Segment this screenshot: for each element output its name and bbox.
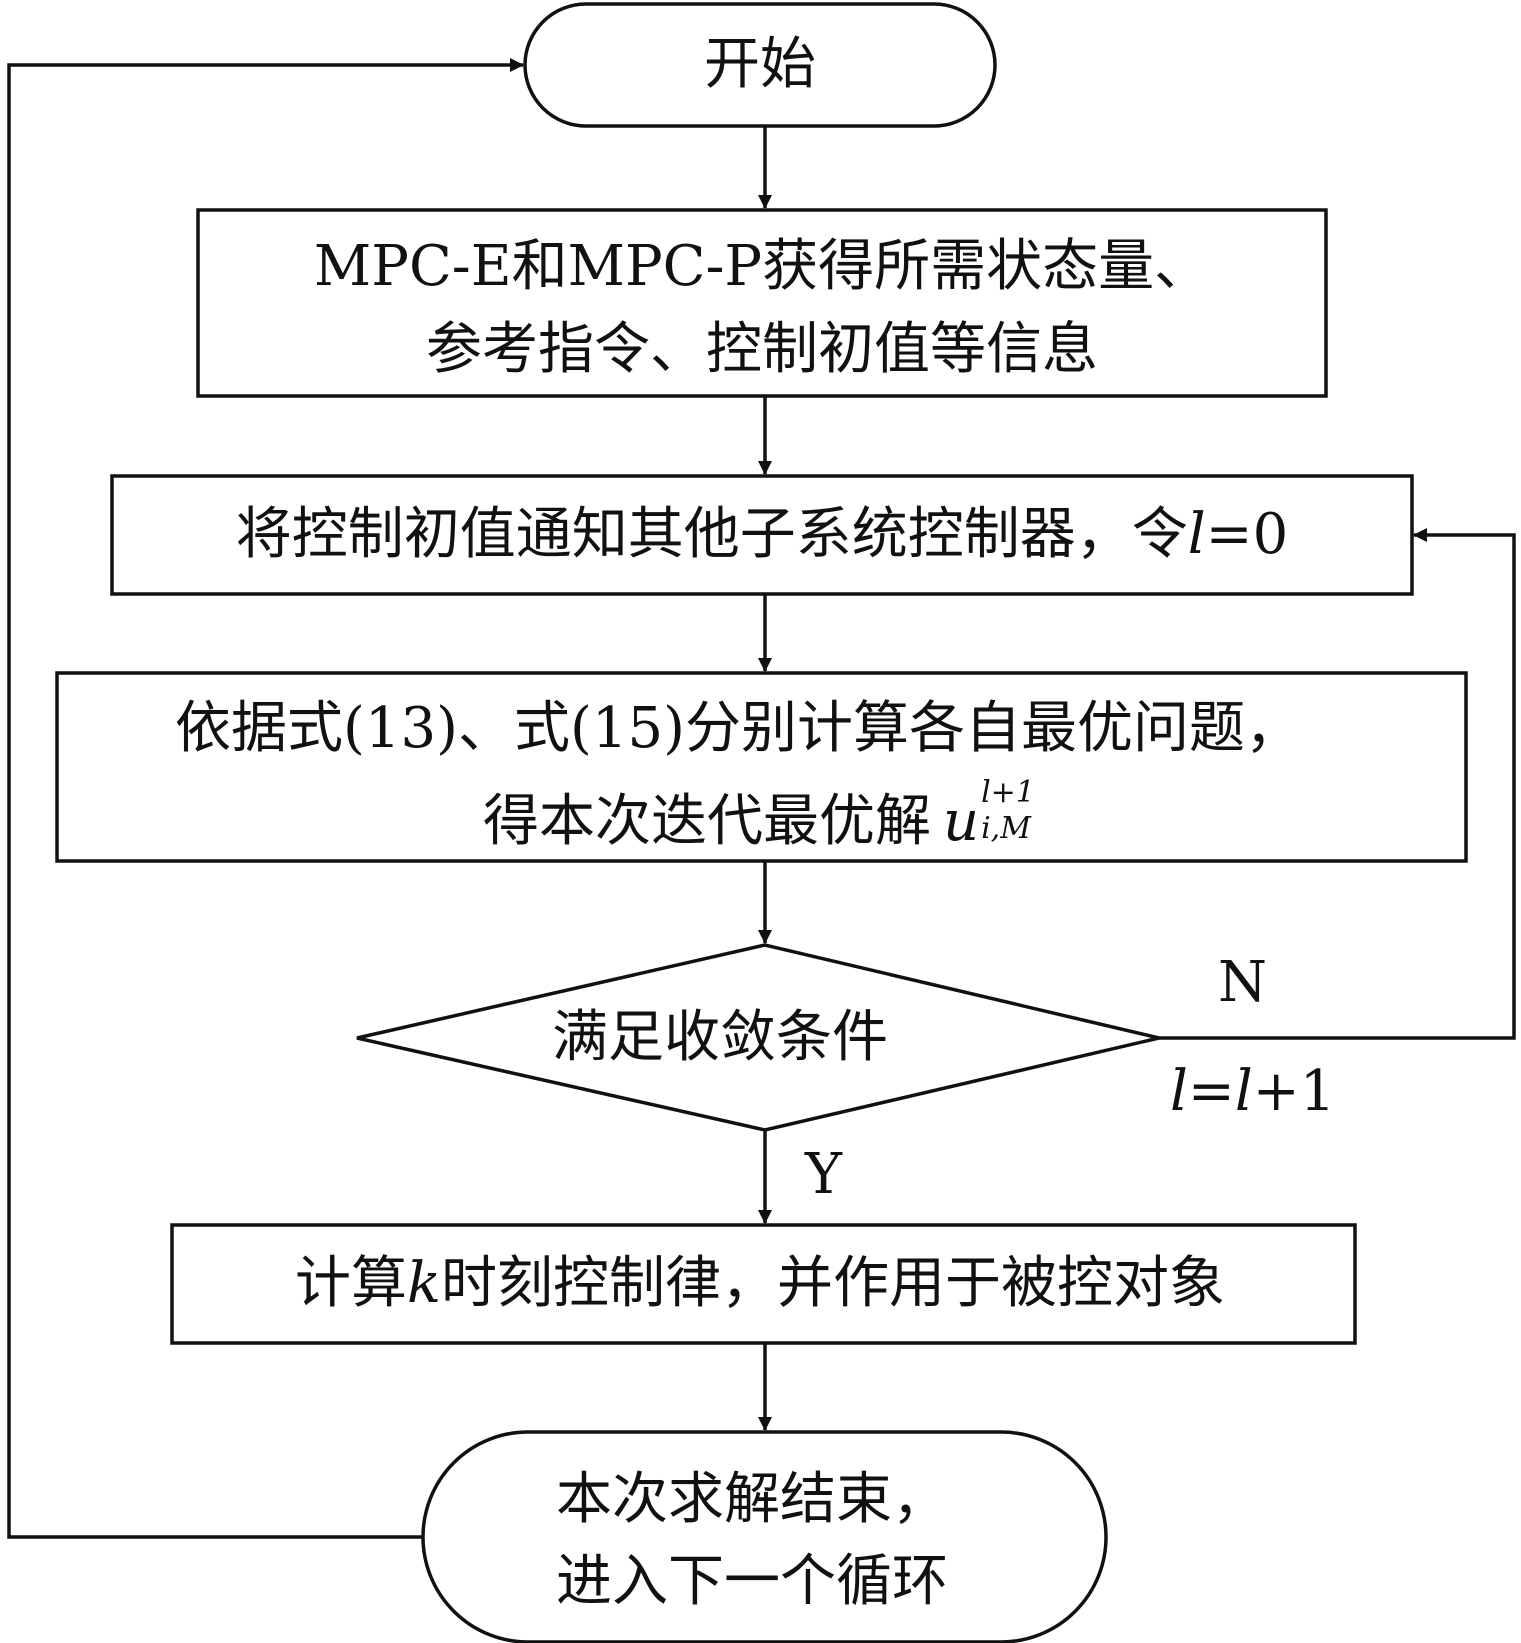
arrow-restart-loop — [7, 58, 524, 1539]
notify-var: l — [1187, 502, 1206, 567]
yes-label: Y — [805, 1142, 842, 1207]
increment-eq: = — [1187, 1059, 1235, 1124]
increment-lhs: l — [1170, 1059, 1188, 1124]
start-label: 开始 — [704, 32, 816, 97]
notify-eq: =0 — [1205, 502, 1289, 567]
compute-subscript: i,M — [981, 811, 1031, 846]
increment-label: l=l+1 — [1170, 1064, 1335, 1120]
gather-box — [196, 208, 1328, 398]
gather-line2: 参考指令、控制初值等信息 — [426, 317, 1098, 382]
arrow-no-loop — [1159, 528, 1516, 1040]
control-label: 计算k时刻控制律，并作用于被控对象 — [295, 1256, 1225, 1312]
increment-rhs: l — [1234, 1059, 1253, 1124]
notify-label: 将控制初值通知其他子系统控制器，令l=0 — [236, 507, 1288, 563]
end-line1: 本次求解结束， — [556, 1467, 948, 1532]
no-label: N — [1218, 950, 1267, 1015]
compute-symbol: u — [943, 789, 980, 854]
gather-line1: MPC-E和MPC-P获得所需状态量、 — [313, 234, 1211, 299]
compute-superscript: l+1 — [981, 775, 1035, 810]
start-terminal — [523, 2, 997, 128]
notify-text: 将控制初值通知其他子系统控制器，令 — [235, 502, 1188, 567]
end-line2: 进入下一个循环 — [556, 1549, 948, 1614]
compute-line1: 依据式(13)、式(15)分别计算各自最优问题， — [175, 696, 1301, 761]
notify-box — [110, 474, 1414, 596]
compute-box — [55, 671, 1468, 863]
control-var: k — [407, 1251, 441, 1316]
increment-tail: +1 — [1252, 1059, 1336, 1124]
compute-line2-text: 得本次迭代最优解 — [483, 789, 931, 854]
control-pre: 计算 — [295, 1251, 408, 1316]
decision-label: 满足收敛条件 — [552, 1005, 888, 1070]
control-post: 时刻控制律，并作用于被控对象 — [440, 1251, 1225, 1316]
